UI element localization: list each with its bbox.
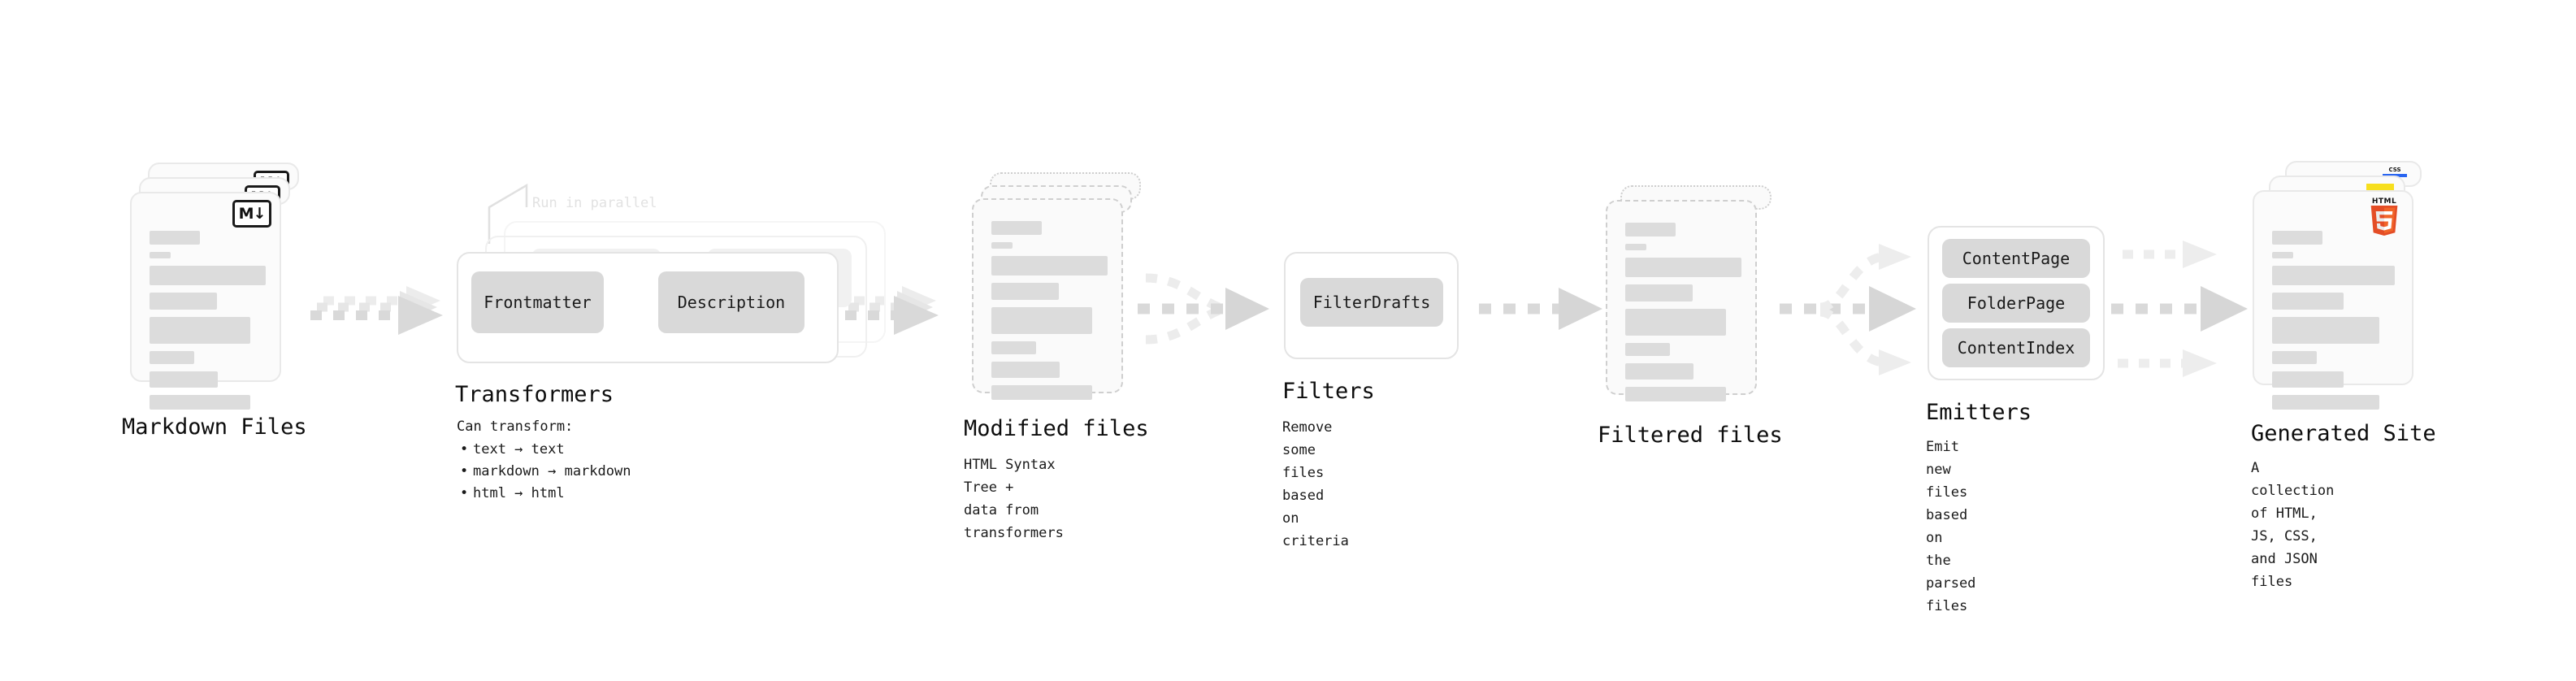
modified-card-front [972, 198, 1123, 400]
modified-files-caption: HTML Syntax Tree + data from transformer… [964, 457, 1064, 541]
markdown-icon: M↓ [232, 200, 271, 228]
stage-title-transformers: Transformers [455, 382, 614, 407]
css-icon-label: CSS [2388, 167, 2401, 173]
transformer-chip-frontmatter[interactable]: Frontmatter [471, 271, 604, 333]
arrow-emitters-to-site [2111, 241, 2248, 377]
filters-caption: Remove some files based on criteria [1282, 419, 1349, 549]
stage-title-markdown-files: Markdown Files [122, 414, 307, 440]
doc-content-lines [991, 221, 1108, 407]
html5-icon: HTML [2368, 198, 2400, 236]
transformers-bullet-item: text → text [473, 439, 631, 461]
arrow-markdown-to-transformers [310, 286, 443, 335]
filter-chip-filterdrafts[interactable]: FilterDrafts [1300, 278, 1443, 327]
doc-content-lines [2272, 231, 2396, 417]
stage-title-modified-files: Modified files [964, 416, 1149, 441]
transformers-bullet-item: html → html [473, 483, 631, 505]
generated-site-caption: A collection of HTML, JS, CSS, and JSON … [2251, 460, 2335, 590]
emitters-caption: Emit new files based on the parsed files [1926, 439, 1976, 614]
arrow-filters-to-filtered [1479, 288, 1602, 330]
transformers-bullet-item: markdown → markdown [473, 461, 631, 483]
run-in-parallel-label: Run in parallel [532, 195, 657, 211]
stage-title-filters: Filters [1282, 379, 1375, 404]
arrow-modified-to-filters [1138, 273, 1269, 345]
html5-icon-cap: HTML [2371, 197, 2397, 206]
transformers-caption-lead: Can transform: [457, 419, 574, 435]
generated-card-html: HTML [2253, 190, 2413, 410]
doc-content-lines [150, 231, 266, 417]
emitter-chip-contentindex[interactable]: ContentIndex [1942, 328, 2090, 367]
emitter-chip-contentpage[interactable]: ContentPage [1942, 239, 2090, 278]
filtered-card-front [1606, 200, 1757, 401]
html5-shield [2370, 206, 2398, 236]
stage-title-generated-site: Generated Site [2251, 421, 2436, 446]
markdown-card-front: M↓ [130, 192, 281, 410]
stage-title-filtered-files: Filtered files [1598, 423, 1783, 448]
stage-title-emitters: Emitters [1926, 400, 2032, 425]
arrow-filtered-to-emitters [1780, 244, 1916, 375]
transformers-bullet-list: text → text markdown → markdown html → h… [457, 439, 631, 505]
emitter-chip-folderpage[interactable]: FolderPage [1942, 284, 2090, 323]
transformers-caption: Can transform: text → text markdown → ma… [457, 416, 631, 505]
transformer-chip-description[interactable]: Description [658, 271, 804, 333]
doc-content-lines [1625, 223, 1741, 409]
